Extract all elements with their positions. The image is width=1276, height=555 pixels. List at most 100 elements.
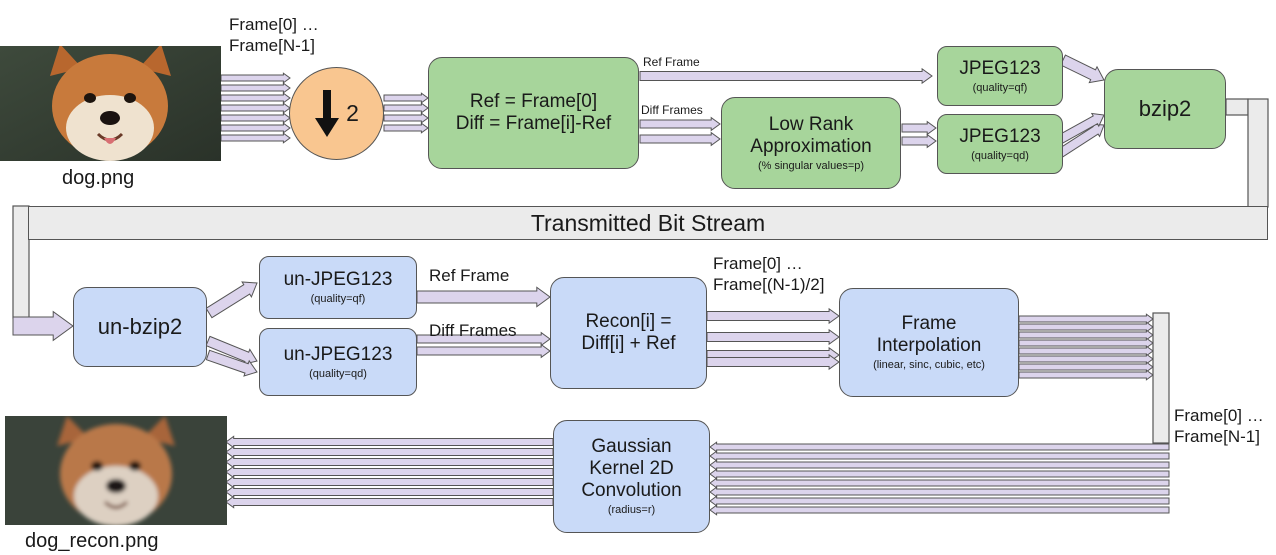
unjpeg-diff-sub: (quality=qd) (309, 367, 367, 380)
frames-in-arrow (220, 112, 291, 124)
downsample-factor: 2 (346, 100, 359, 127)
return-frames-arrow (709, 450, 1170, 462)
frames-half-line-2: Frame[(N-1)/2] (713, 275, 825, 295)
interp-out-arrow (1018, 369, 1154, 381)
jpeg-ref-title: JPEG123 (959, 57, 1041, 79)
interp-out-arrow (1018, 361, 1154, 373)
down-arrow-icon (315, 89, 340, 137)
return-frames-arrow (709, 468, 1170, 480)
ref-frame-bottom-arrow (416, 286, 551, 308)
diff-frames-top-label: Diff Frames (641, 103, 703, 117)
frames-in-arrow (220, 82, 291, 94)
return-frames-arrow (709, 459, 1170, 471)
frames-half-label: Frame[0] … Frame[(N-1)/2] (713, 253, 824, 296)
jpeg-diff-sub: (quality=qd) (971, 149, 1029, 162)
unbzip2-to-unjpeg-diff-arrow (205, 349, 258, 377)
dog-recon-photo (5, 416, 227, 525)
gaussian-out-arrow (225, 445, 554, 459)
right-collector (1152, 312, 1170, 444)
jpeg-diff-node: JPEG123 (quality=qd) (937, 114, 1063, 174)
low-rank-node: Low Rank Approximation (% singular value… (721, 97, 901, 189)
unbzip2-to-unjpeg-ref-arrow (205, 281, 258, 319)
recon-out-arrow (706, 307, 840, 325)
interp-out-arrow (1018, 329, 1154, 341)
diff-frames-bottom-arrow (416, 331, 551, 347)
dog-photo (0, 46, 221, 161)
band-to-unbzip2-arrow (12, 310, 74, 342)
bzip2-out-connector (1225, 98, 1249, 116)
low-rank-line-1: Low Rank (768, 113, 854, 135)
low-rank-sub: (% singular values=p) (757, 159, 865, 172)
downsample-node: 2 (289, 67, 384, 160)
unjpeg-ref-title: un-JPEG123 (283, 269, 393, 291)
return-frames-arrow (709, 504, 1170, 516)
bzip2-node: bzip2 (1104, 69, 1226, 149)
recon-out-arrow (706, 328, 840, 346)
jpeg-diff-to-bzip2-arrow (1056, 112, 1105, 145)
interp-node: Frame Interpolation (linear, sinc, cubic… (839, 288, 1019, 397)
unjpeg-diff-node: un-JPEG123 (quality=qd) (259, 328, 417, 396)
frames-in-arrow (220, 92, 291, 104)
downsampled-arrow (383, 92, 429, 104)
frames-half-line-1: Frame[0] … (713, 254, 803, 273)
return-frames-arrow (709, 441, 1170, 453)
frames-in-label: Frame[0] … Frame[N-1] (229, 14, 319, 57)
interp-out-arrow (1018, 345, 1154, 357)
frames-in-arrow (220, 102, 291, 114)
bzip2-title: bzip2 (1138, 96, 1192, 122)
jpeg-ref-sub: (quality=qf) (972, 81, 1028, 94)
frames-in-arrow (220, 132, 291, 144)
downsampled-arrow (383, 122, 429, 134)
gaussian-out-arrow (225, 435, 554, 449)
frames-in-line-1: Frame[0] … (229, 15, 319, 34)
diff-frames-arrow (639, 116, 721, 132)
gaussian-line-3: Convolution (581, 480, 682, 502)
lowrank-out-arrow (901, 133, 937, 149)
frames-in-line-2: Frame[N-1] (229, 36, 315, 56)
gaussian-out-arrow (225, 495, 554, 509)
bitstream-band: Transmitted Bit Stream (28, 206, 1268, 240)
interp-line-1: Frame (901, 313, 957, 335)
output-file-label: dog_recon.png (25, 530, 159, 552)
downsampled-arrow (383, 112, 429, 124)
frames-in-arrow (220, 72, 291, 84)
return-frames-arrow (709, 486, 1170, 498)
ref-diff-line-1: Ref = Frame[0] (469, 91, 598, 113)
ref-frame-top-label: Ref Frame (643, 55, 700, 69)
diff-frames-bottom-label: Diff Frames (429, 321, 517, 340)
frames-in-arrow (220, 122, 291, 134)
left-drop-connector (12, 205, 30, 319)
lowrank-out-arrow (901, 120, 937, 136)
gaussian-line-2: Kernel 2D (589, 458, 674, 480)
gaussian-line-1: Gaussian (591, 436, 672, 458)
interp-line-2: Interpolation (876, 335, 982, 357)
recon-line-2: Diff[i] + Ref (581, 333, 676, 354)
gaussian-sub: (radius=r) (607, 503, 656, 516)
gaussian-out-arrow (225, 485, 554, 499)
frames-full-line-2: Frame[N-1] (1174, 427, 1260, 447)
interp-out-arrow (1018, 321, 1154, 333)
unjpeg-diff-title: un-JPEG123 (283, 343, 393, 365)
interp-out-arrow (1018, 313, 1154, 325)
unjpeg-ref-sub: (quality=qf) (310, 293, 366, 306)
jpeg-ref-to-bzip2-arrow (1059, 54, 1105, 84)
downsampled-arrow (383, 102, 429, 114)
interp-out-arrow (1018, 353, 1154, 365)
recon-out-arrow (706, 353, 840, 371)
unbzip2-title: un-bzip2 (97, 314, 183, 340)
ref-frame-bottom-label: Ref Frame (429, 266, 510, 285)
interp-sub: (linear, sinc, cubic, etc) (873, 359, 985, 372)
frames-full-line-1: Frame[0] … (1174, 406, 1264, 425)
diff-frames-bottom-arrow (416, 343, 551, 359)
interp-out-arrow (1018, 337, 1154, 349)
jpeg-diff-title: JPEG123 (959, 125, 1041, 147)
unbzip2-node: un-bzip2 (73, 287, 207, 367)
ref-diff-node: Ref = Frame[0] Diff = Frame[i]-Ref (428, 57, 639, 169)
recon-node: Recon[i] = Diff[i] + Ref (550, 277, 707, 389)
ref-frame-arrow (639, 67, 933, 85)
gaussian-node: Gaussian Kernel 2D Convolution (radius=r… (553, 420, 710, 533)
unjpeg-ref-node: un-JPEG123 (quality=qf) (259, 256, 417, 319)
input-file-label: dog.png (62, 167, 135, 189)
